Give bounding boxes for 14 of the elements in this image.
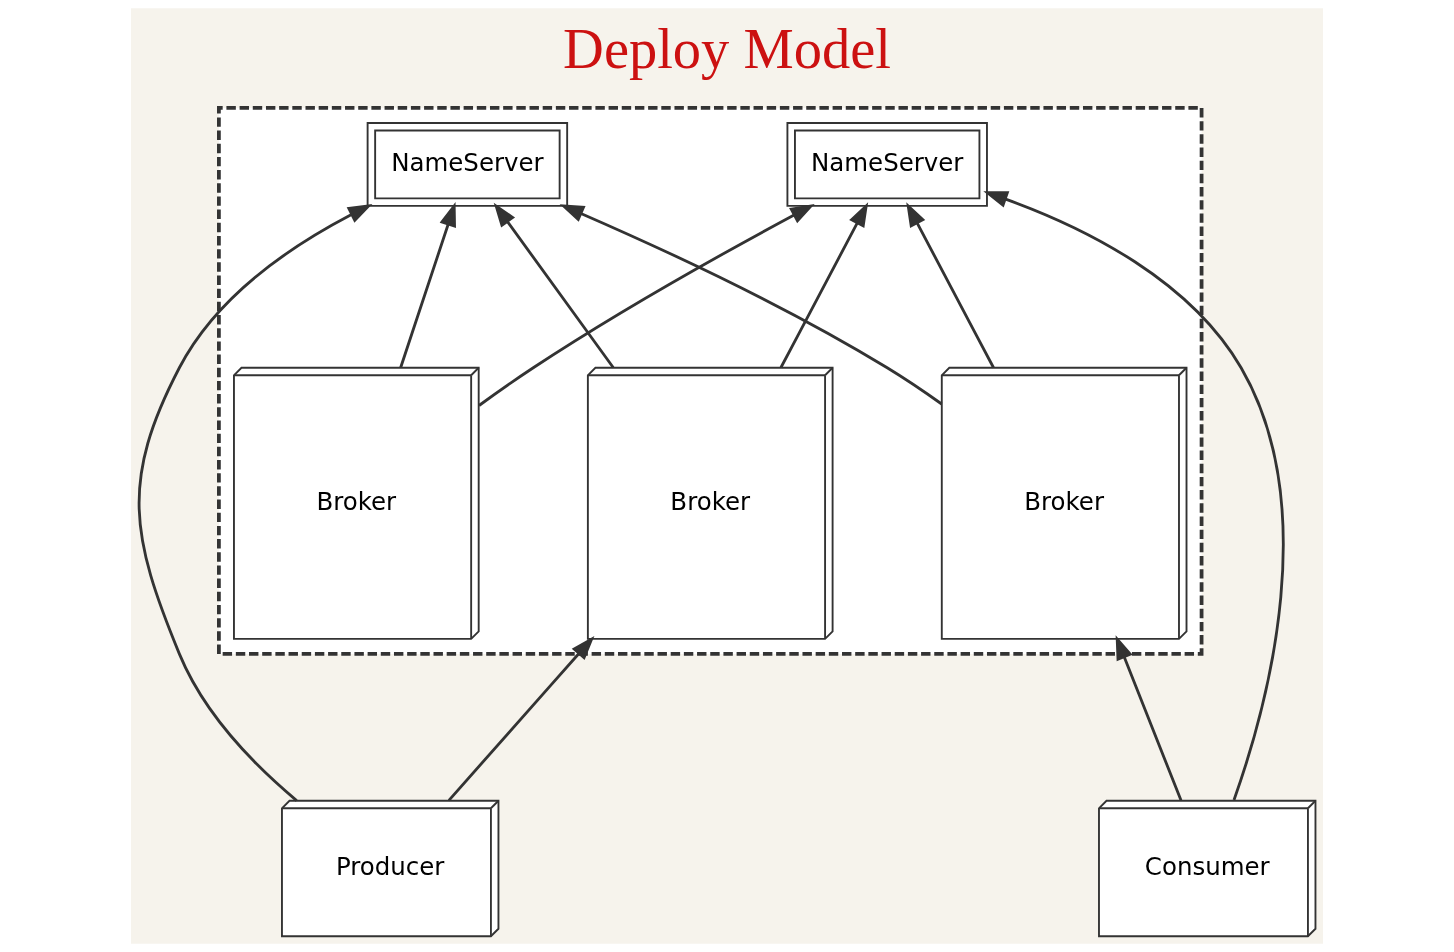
arrow (478, 204, 815, 407)
arrow (399, 202, 456, 368)
arrow (983, 191, 1285, 801)
arrow (137, 203, 373, 802)
arrow (1115, 635, 1183, 801)
diagram-title: Deploy Model (563, 18, 891, 81)
node-box: NameServer (786, 122, 988, 207)
arrow (779, 202, 869, 369)
arrow (447, 636, 595, 802)
arrow (493, 202, 615, 369)
cluster (217, 106, 1204, 656)
arrow (559, 204, 943, 406)
arrow (906, 202, 995, 369)
node-box: NameServer (366, 122, 569, 207)
